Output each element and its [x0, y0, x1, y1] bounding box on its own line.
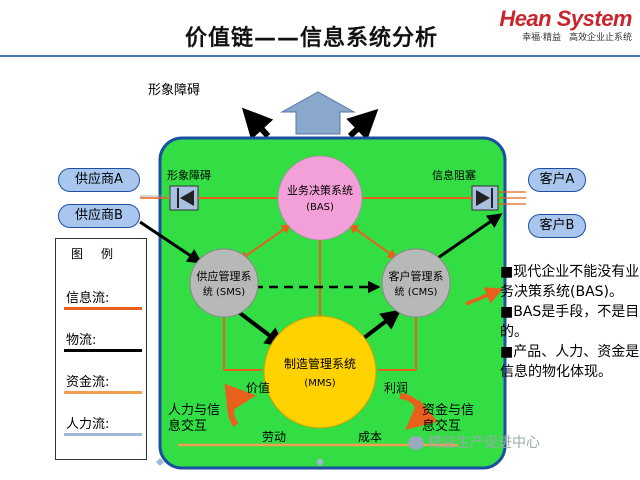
note-box: ■现代企业不能没有业务决策系统(BAS)。 ■BAS是手段，不是目的。 ■产品、…	[500, 262, 640, 382]
legend-title: 图例	[70, 247, 131, 261]
left-barrier	[169, 185, 199, 211]
top-barrier-label: 形象障碍	[148, 83, 200, 98]
brand-slogan-right: 高效企业止系统	[568, 33, 632, 43]
watermark: 精益生产促进中心	[428, 435, 540, 451]
cms-node-name: 客户管理系	[389, 269, 444, 283]
supplier-b: 供应商B	[58, 204, 140, 228]
sms-node-name: 供应管理系	[197, 269, 252, 283]
info-line-bas-sms	[238, 223, 292, 262]
note-item-1: ■现代企业不能没有业务决策系统(BAS)。	[500, 264, 640, 300]
customer-b: 客户B	[528, 214, 586, 238]
legend-capital-label: 资金流:	[66, 375, 110, 390]
note-item-3: ■产品、人力、资金是信息的物化体现。	[500, 344, 640, 380]
legend-human-label: 人力流:	[66, 417, 110, 432]
right-barrier-label: 信息阻塞	[432, 168, 476, 182]
note-pointer-arrow	[465, 287, 504, 306]
cost-label: 成本	[358, 430, 382, 444]
top-left-arrow	[241, 107, 274, 140]
supplier-b-arrow	[139, 220, 203, 264]
bas-node	[277, 155, 363, 241]
bottom-diamond-left	[156, 458, 164, 466]
brand-slogan: 幸福·精益高效企业止系统	[499, 30, 632, 43]
cms-customer-arrow	[431, 213, 503, 264]
right-cycle-label-2: 息交互	[422, 418, 461, 434]
mms-node-abbr: (MMS)	[304, 378, 336, 389]
right-cycle-arrow	[399, 393, 438, 430]
top-up-arrow	[280, 91, 356, 135]
note-item-2: ■BAS是手段，不是目的。	[500, 304, 640, 340]
supplier-a: 供应商A	[58, 168, 140, 192]
mms-node	[263, 315, 377, 429]
profit-label: 利润	[384, 381, 408, 395]
brand-logo: Hean System 幸福·精益高效企业止系统	[499, 6, 632, 43]
legend-material-label: 物流:	[66, 333, 97, 348]
legend-info-label: 信息流:	[66, 291, 110, 306]
bas-node-name: 业务决策系统	[287, 183, 353, 197]
legend: 图例 信息流: 物流: 资金流: 人力流:	[55, 238, 147, 460]
left-cycle-label-2: 息交互	[168, 418, 207, 434]
info-line-bas-cms	[348, 223, 398, 260]
bottom-diamond-center	[316, 458, 324, 466]
value-label: 价值	[246, 380, 270, 395]
page-title: 价值链——信息系统分析	[185, 26, 439, 51]
header-divider	[0, 55, 640, 57]
legend-info-line	[64, 307, 142, 310]
cms-node	[381, 248, 451, 318]
cms-node-abbr: 统 (CMS)	[395, 285, 438, 298]
right-cycle-label-1: 资金与信	[422, 402, 474, 418]
brand-slogan-left: 幸福·精益	[522, 33, 561, 43]
top-right-arrow	[346, 108, 379, 141]
left-cycle-label-1: 人力与信	[168, 403, 220, 418]
labor-label: 劳动	[262, 430, 286, 444]
right-barrier	[471, 185, 499, 211]
legend-capital-line	[64, 391, 142, 394]
wechat-icon	[408, 436, 424, 450]
legend-material-line	[64, 349, 142, 352]
customer-a: 客户A	[528, 168, 586, 192]
left-cycle-arrow	[224, 383, 256, 427]
bas-node-abbr: (BAS)	[306, 202, 334, 213]
brand-name: Hean System	[499, 6, 632, 31]
left-barrier-label: 形象障碍	[167, 168, 211, 182]
mms-node-name: 制造管理系统	[284, 356, 356, 371]
legend-human-line	[64, 433, 142, 436]
sms-node-abbr: 统 (SMS)	[203, 285, 245, 298]
sms-node	[189, 248, 259, 318]
